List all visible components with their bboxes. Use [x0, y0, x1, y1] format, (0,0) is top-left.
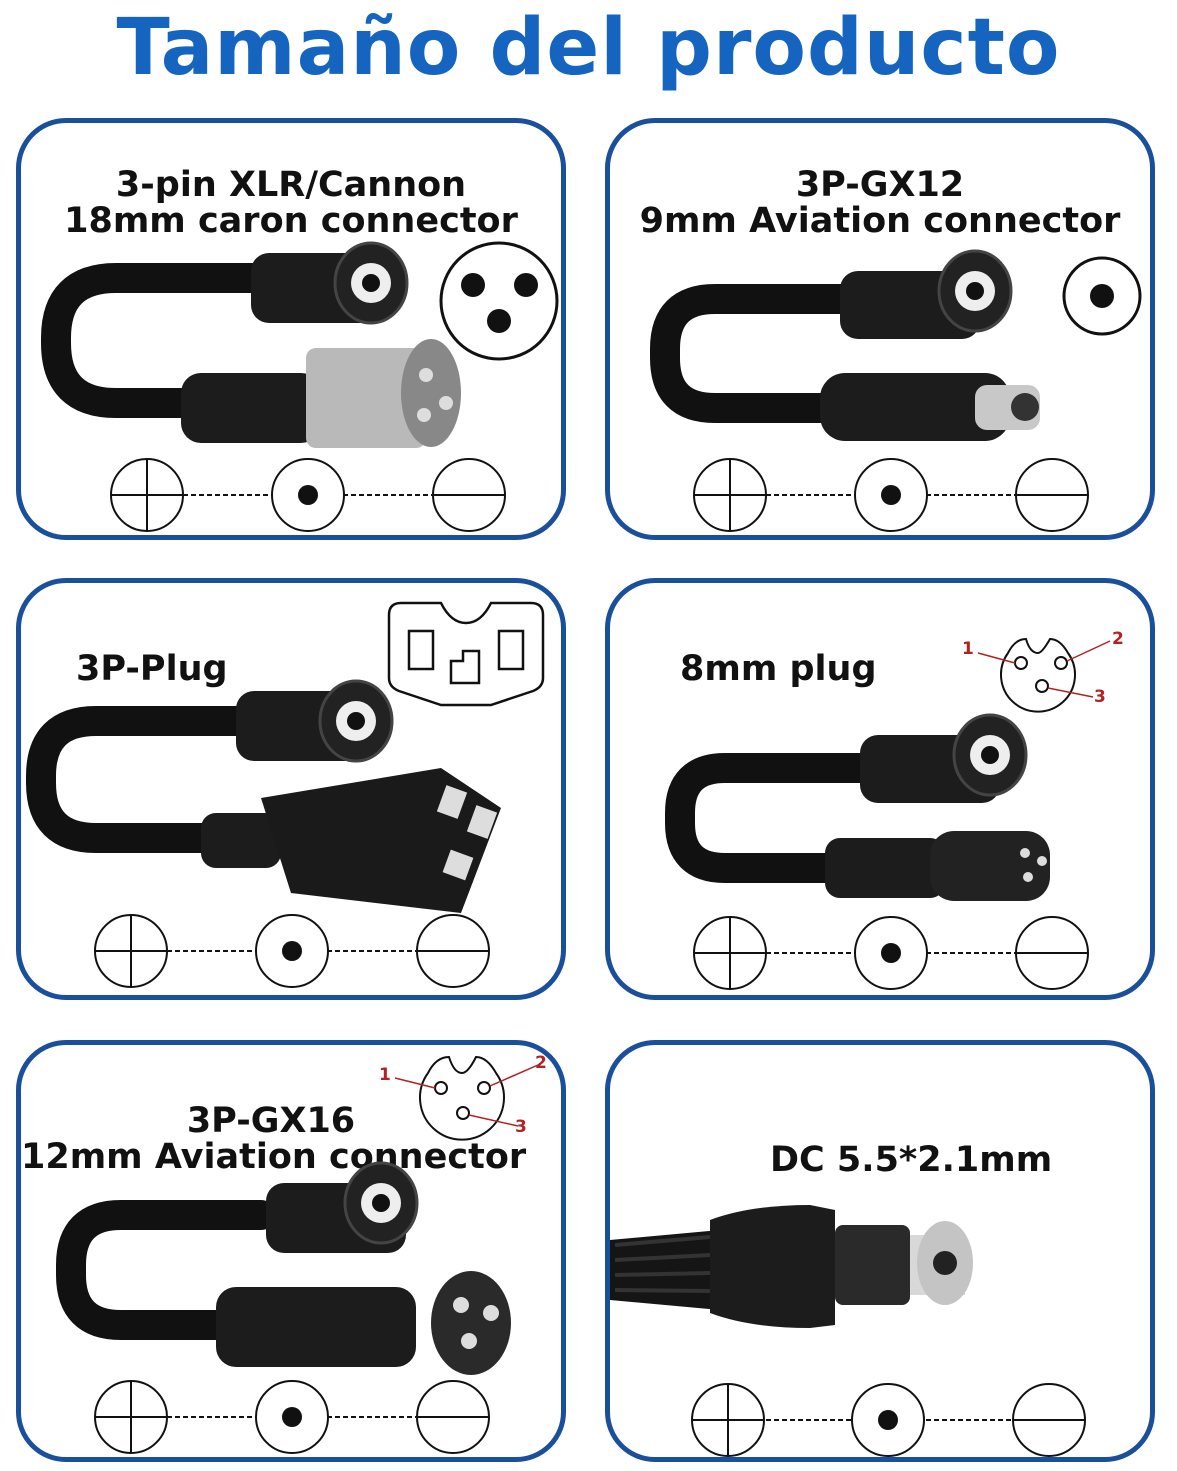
connector-illustration	[56, 1055, 539, 1454]
pin-label: 3	[515, 1117, 527, 1137]
connector-name: 3P-GX12 9mm Aviation connector	[639, 165, 1121, 241]
pinout-icon	[977, 637, 1111, 713]
connector-illustration	[665, 637, 1111, 990]
pin-label: 1	[379, 1065, 391, 1085]
pin-label: 3	[1094, 687, 1106, 707]
plus-symbol-icon	[94, 914, 168, 988]
connector-name: DC 5.5*2.1mm	[770, 1140, 1053, 1180]
connector-card-xlr: 3-pin XLR/Cannon 18mm caron connector	[16, 118, 566, 540]
connector-illustration	[26, 601, 545, 988]
plus-symbol-icon	[693, 458, 767, 532]
minus-symbol-icon	[416, 914, 490, 988]
page-title: Tamaño del producto	[116, 3, 1061, 93]
center-dot-icon	[851, 1383, 925, 1457]
minus-symbol-icon	[1012, 1383, 1086, 1457]
connector-name: 3P-Plug	[76, 649, 228, 689]
connector-illustration	[610, 1205, 1086, 1457]
connector-name: 3P-GX16 12mm Aviation connector	[21, 1101, 527, 1177]
pinout-icon	[394, 1055, 539, 1141]
connector-card-3p-plug: 3P-Plug	[16, 578, 566, 1000]
connector-name: 8mm plug	[680, 649, 877, 689]
minus-symbol-icon	[416, 1380, 490, 1454]
connector-card-gx16: 3P-GX16 12mm Aviation connector 1 2 3	[16, 1040, 566, 1462]
connector-illustration	[41, 241, 559, 532]
connector-card-dc: DC 5.5*2.1mm	[605, 1040, 1155, 1462]
plus-symbol-icon	[691, 1383, 765, 1457]
plus-symbol-icon	[110, 458, 184, 532]
pin-label: 2	[1112, 629, 1124, 649]
pin-label: 1	[962, 639, 974, 659]
minus-symbol-icon	[1015, 458, 1089, 532]
connector-card-8mm-plug: 8mm plug 1 2 3	[605, 578, 1155, 1000]
center-dot-icon	[854, 916, 928, 990]
center-dot-icon	[255, 1380, 329, 1454]
minus-symbol-icon	[432, 458, 506, 532]
connector-name: 3-pin XLR/Cannon 18mm caron connector	[64, 165, 518, 241]
pinout-icon	[439, 241, 559, 361]
pinout-icon	[1062, 256, 1142, 336]
center-dot-icon	[255, 914, 329, 988]
pinout-icon	[387, 601, 545, 707]
center-dot-icon	[854, 458, 928, 532]
connector-illustration	[650, 249, 1142, 532]
pin-label: 2	[535, 1053, 547, 1073]
center-dot-icon	[271, 458, 345, 532]
connector-card-gx12: 3P-GX12 9mm Aviation connector	[605, 118, 1155, 540]
plus-symbol-icon	[693, 916, 767, 990]
minus-symbol-icon	[1015, 916, 1089, 990]
plus-symbol-icon	[94, 1380, 168, 1454]
